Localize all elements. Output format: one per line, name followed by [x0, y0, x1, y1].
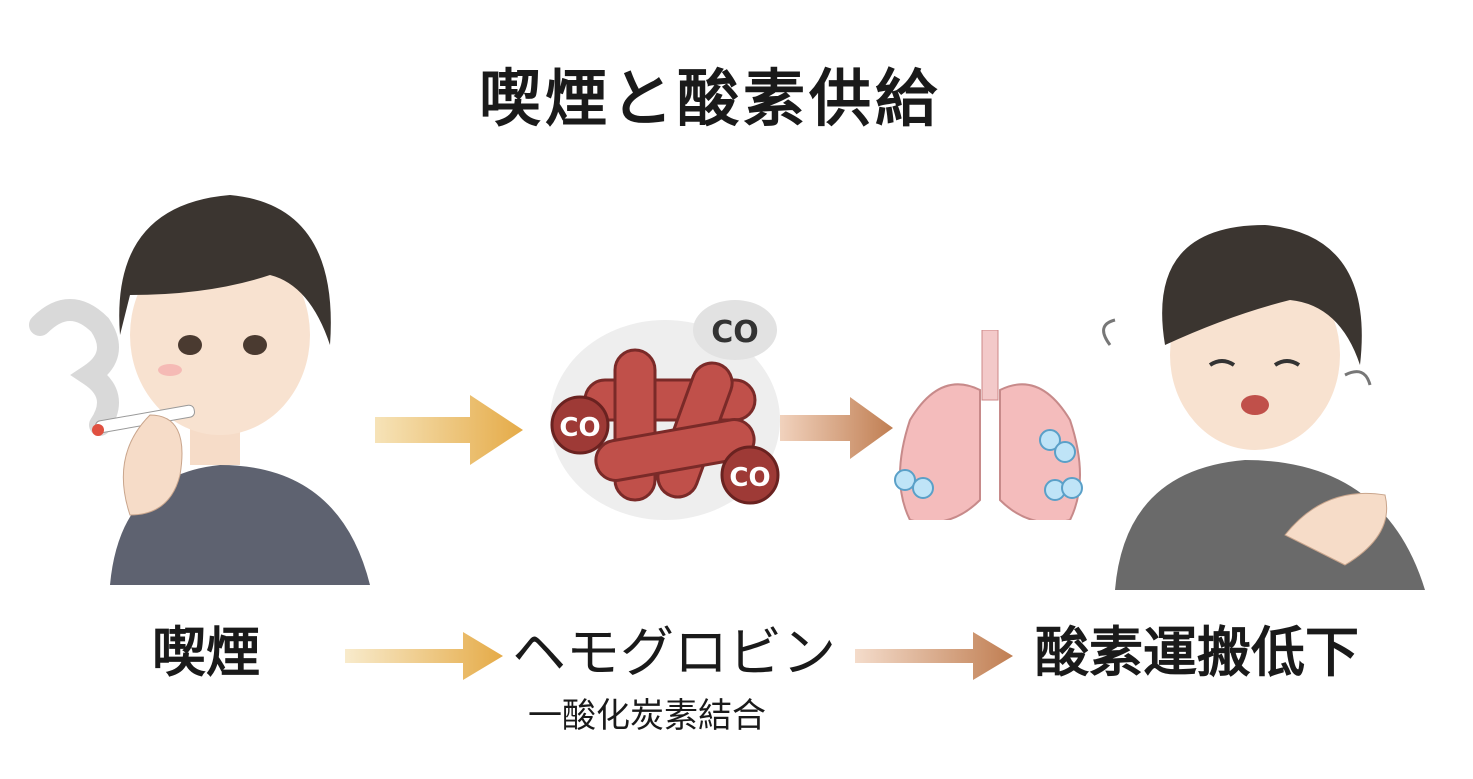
- arrow-right-icon: [345, 632, 503, 680]
- arrow-right-icon: [855, 632, 1013, 680]
- lungs-illustration: [894, 330, 1083, 520]
- smoke-icon: [29, 299, 119, 436]
- smoker-illustration: [29, 195, 370, 585]
- arrow-right-icon: [780, 397, 893, 459]
- page-title: 喫煙と酸素供給: [478, 62, 941, 135]
- step-label-smoking: 喫煙: [152, 621, 260, 684]
- step-label-hemoglobin: ヘモグロビン: [512, 621, 836, 684]
- arrow-right-icon: [375, 395, 523, 465]
- co-label: CO: [559, 413, 600, 443]
- hemoglobin-illustration: CO CO CO: [550, 300, 780, 520]
- co-label: CO: [711, 315, 759, 350]
- oxygen-bubbles: [894, 429, 1083, 501]
- co-label: CO: [729, 463, 770, 493]
- hair: [119, 195, 331, 345]
- shirt: [110, 465, 370, 585]
- step-sublabel-co-binding: 一酸化炭素結合: [528, 696, 766, 736]
- hair: [1162, 225, 1362, 365]
- breathless-person-illustration: [1102, 225, 1425, 590]
- step-label-oxygen-transport-decline: 酸素運搬低下: [1035, 621, 1359, 684]
